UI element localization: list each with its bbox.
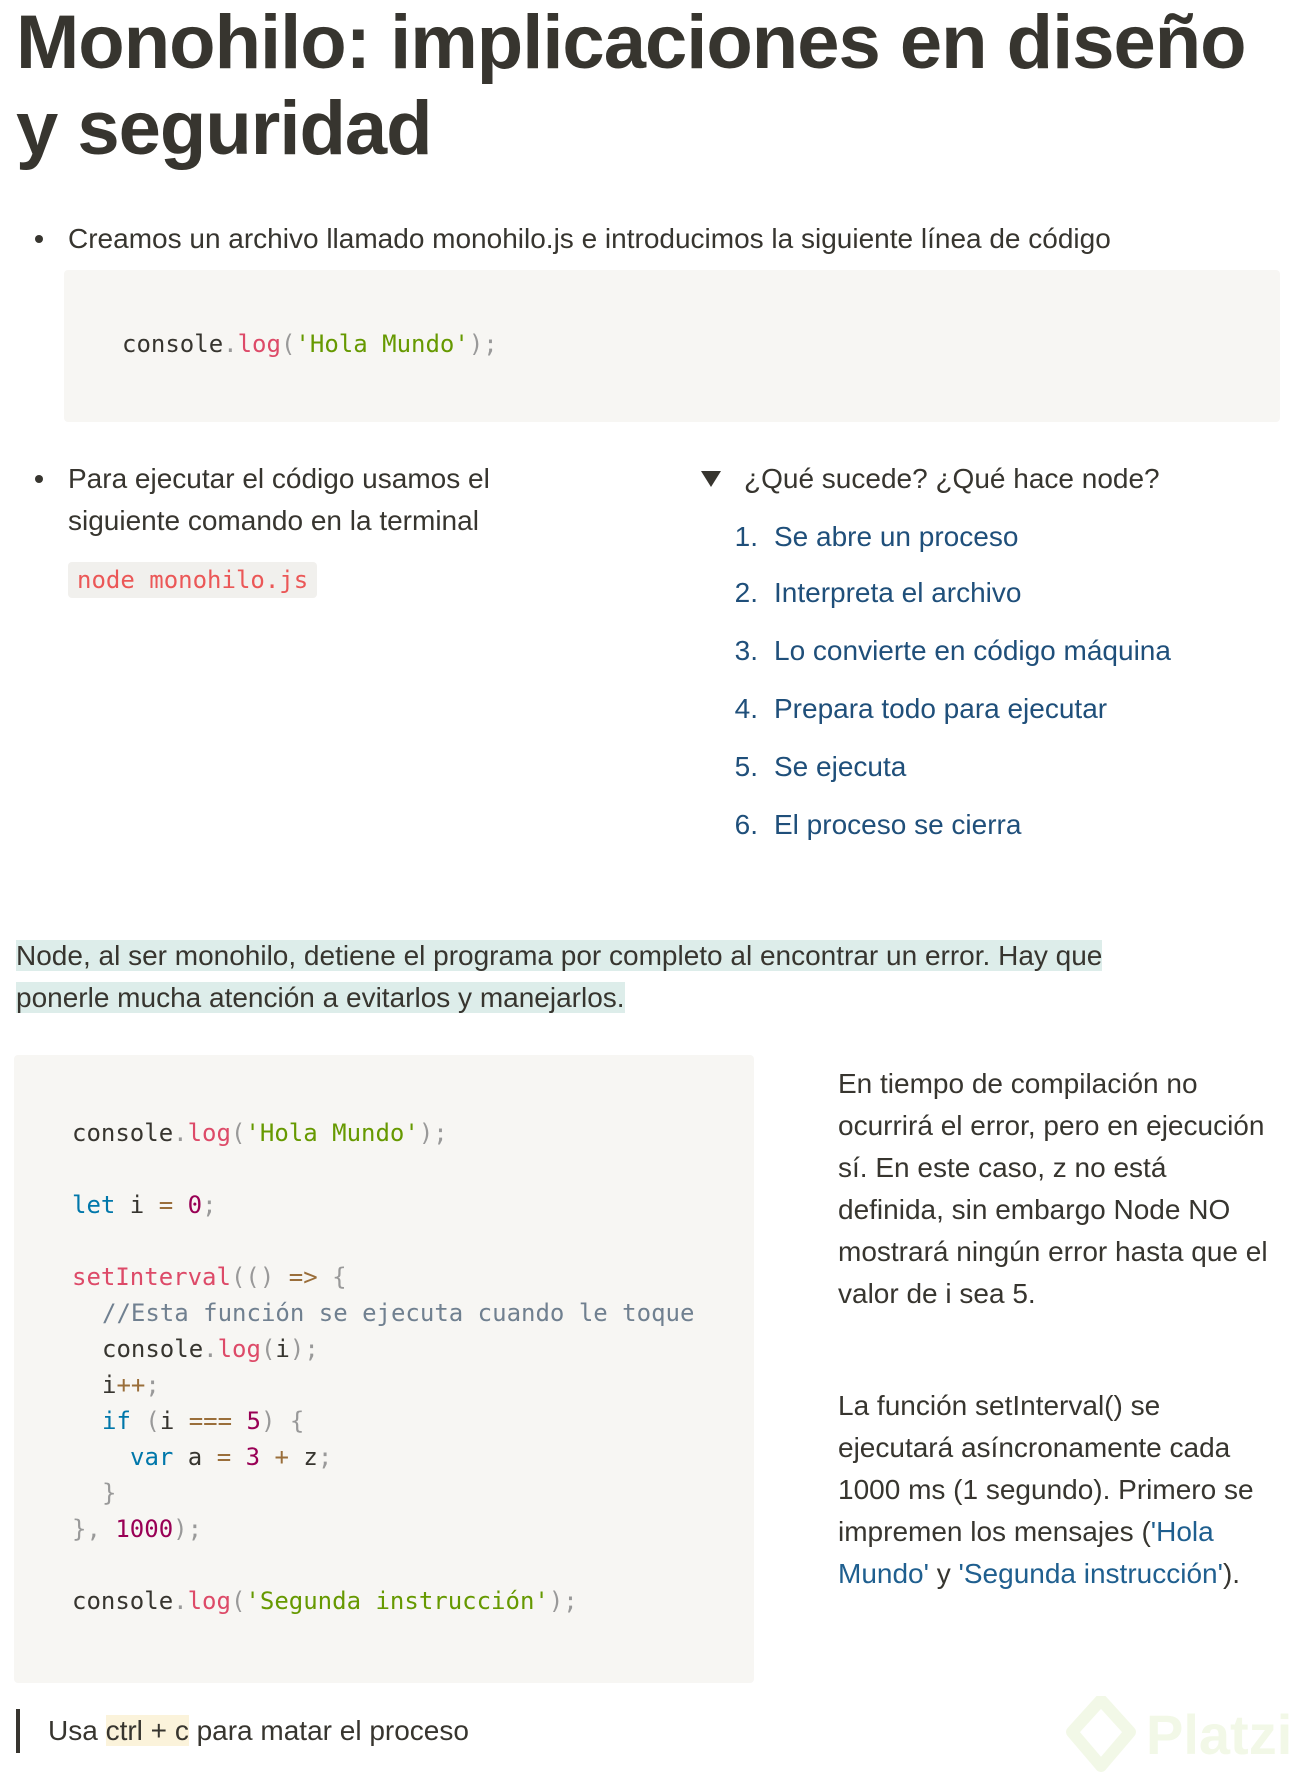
quote-text: Usa ctrl + c para matar el proceso: [48, 1715, 469, 1746]
code-line: console.log('Hola Mundo');: [122, 330, 498, 358]
code-line: console.log('Hola Mundo');: [72, 1119, 448, 1147]
code-line: if (i === 5) {: [102, 1407, 305, 1435]
list-item: 6.El proceso se cierra: [734, 809, 1022, 840]
platzi-logo-icon: [1066, 1696, 1136, 1772]
code-line: }, 1000);: [72, 1515, 203, 1543]
side-note-error: En tiempo de compilación no ocurrirá el …: [838, 1068, 1268, 1309]
list-item: 5.Se ejecuta: [734, 751, 907, 782]
code-line: console.log(i);: [102, 1335, 319, 1363]
code-line: setInterval(() => {: [72, 1263, 347, 1291]
bullet-dot: [35, 475, 43, 483]
code-line: let i = 0;: [72, 1191, 217, 1219]
toggle-arrow-icon[interactable]: [701, 471, 721, 487]
highlight-line: Node, al ser monohilo, detiene el progra…: [16, 940, 1103, 971]
bullet-text: Para ejecutar el código usamos el siguie…: [68, 458, 628, 542]
bullet-line: siguiente comando en la terminal: [68, 505, 479, 536]
highlight-text: ctrl + c: [105, 1715, 189, 1746]
list-item: 1.Se abre un proceso: [734, 521, 1019, 552]
code-comment: //Esta función se ejecuta cuando le toqu…: [102, 1299, 695, 1327]
highlight-text: 'Hola Mundo': [838, 1516, 1214, 1589]
code-block-interval[interactable]: console.log('Hola Mundo'); let i = 0; se…: [14, 1055, 754, 1683]
code-line: i++;: [102, 1371, 160, 1399]
code-block-hello[interactable]: console.log('Hola Mundo');: [64, 270, 1280, 422]
page-title: Monohilo: implicaciones en diseño y segu…: [16, 0, 1247, 171]
bullet-dot: [35, 235, 43, 243]
code-line: var a = 3 + z;: [130, 1443, 333, 1471]
code-line: }: [102, 1479, 117, 1507]
code-line: console.log('Segunda instrucción');: [72, 1587, 578, 1615]
bullet-line: Para ejecutar el código usamos el: [68, 463, 490, 494]
bullet-text: Creamos un archivo llamado monohilo.js e…: [68, 223, 1111, 254]
highlight-line: ponerle mucha atención a evitarlos y man…: [16, 982, 625, 1013]
quote-bar: [16, 1709, 20, 1753]
list-item: 4.Prepara todo para ejecutar: [734, 693, 1108, 724]
toggle-title[interactable]: ¿Qué sucede? ¿Qué hace node?: [744, 463, 1160, 494]
platzi-watermark: Platzi: [1066, 1696, 1292, 1772]
side-note-setinterval: La función setInterval() se ejecutará as…: [838, 1390, 1254, 1589]
watermark-text: Platzi: [1146, 1703, 1293, 1766]
highlight-text: 'Segunda instrucción': [958, 1558, 1223, 1589]
list-item: 3.Lo convierte en código máquina: [734, 635, 1171, 666]
highlight-paragraph: Node, al ser monohilo, detiene el progra…: [16, 935, 1216, 1019]
list-item: 2.Interpreta el archivo: [734, 577, 1022, 608]
inline-code-command: node monohilo.js: [68, 562, 318, 598]
